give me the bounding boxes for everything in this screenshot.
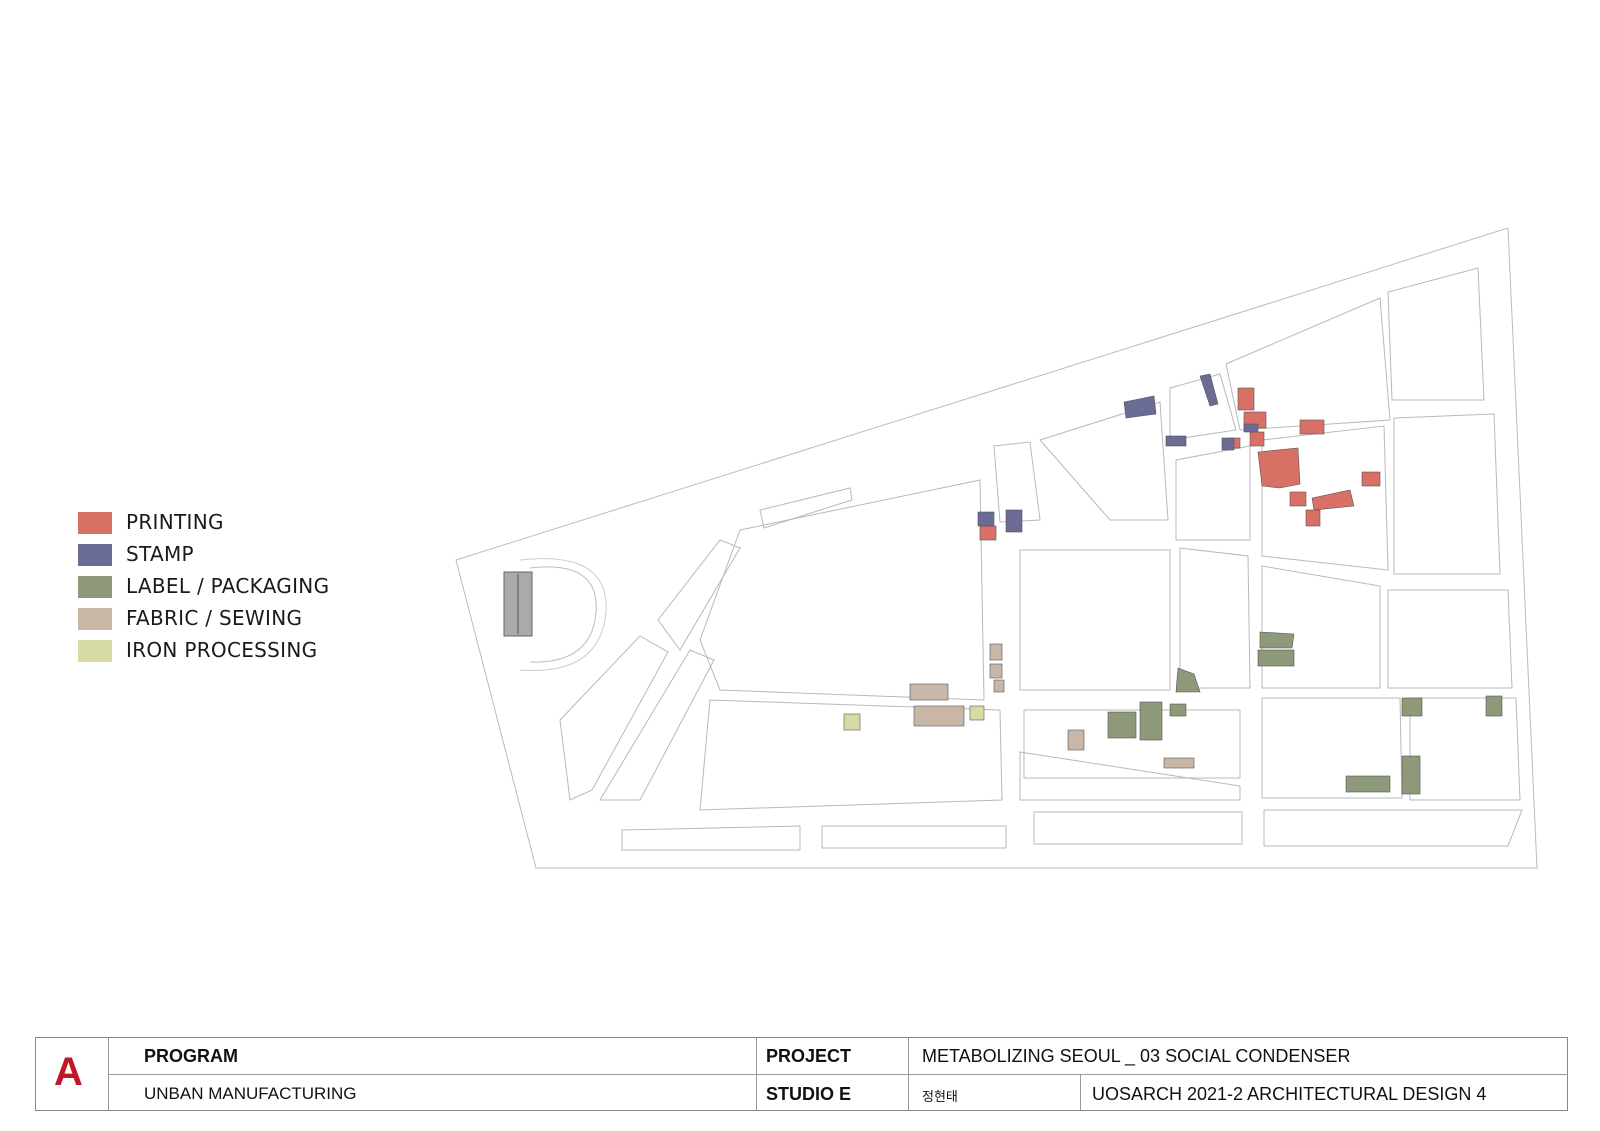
studio-label: STUDIO E	[766, 1084, 852, 1104]
title-block: A PROGRAM UNBAN MANUFACTURING PROJECT ME…	[35, 1037, 1568, 1111]
label-packaging-parcel	[1401, 755, 1421, 795]
label-packaging-parcel	[1139, 701, 1163, 741]
iron-processing-parcel	[969, 705, 985, 721]
label-packaging-parcel	[1401, 697, 1423, 717]
printing-parcel	[979, 525, 997, 541]
iron-processing-parcel	[843, 713, 861, 731]
col-divider	[1080, 1074, 1081, 1110]
fabric-sewing-parcel	[993, 679, 1005, 693]
legend-label: FABRIC / SEWING	[126, 606, 303, 630]
fabric-sewing-parcel	[1163, 757, 1195, 769]
swatch-printing	[78, 512, 112, 534]
fabric-sewing-parcel	[913, 705, 965, 727]
studio-logo: A	[36, 1038, 109, 1110]
swatch-stamp	[78, 544, 112, 566]
site-boundary	[455, 227, 1538, 869]
printing-parcel	[1361, 471, 1381, 487]
legend-label: STAMP	[126, 542, 194, 566]
stamp-parcel	[1005, 509, 1023, 533]
row-divider	[108, 1074, 1568, 1075]
fabric-sewing-parcel	[1067, 729, 1085, 751]
city-blocks	[559, 267, 1523, 851]
project-label: PROJECT	[766, 1046, 852, 1066]
stamp-parcel	[977, 511, 995, 527]
printing-parcel	[1299, 419, 1325, 435]
col-divider	[908, 1038, 909, 1110]
legend-label: IRON PROCESSING	[126, 638, 318, 662]
printing-parcel	[1257, 447, 1301, 489]
logo-letter: A	[54, 1050, 83, 1094]
printing-parcel	[1289, 491, 1307, 507]
program-label: PROGRAM	[144, 1046, 238, 1066]
stamp-parcel	[1123, 395, 1157, 419]
label-packaging-parcel	[1175, 667, 1201, 693]
stamp-parcel	[1221, 437, 1235, 451]
swatch-fabric-sewing	[78, 608, 112, 630]
legend-label: LABEL / PACKAGING	[126, 574, 330, 598]
printing-parcel	[1305, 509, 1321, 527]
stamp-parcel	[1165, 435, 1187, 447]
swatch-iron-processing	[78, 640, 112, 662]
industry-parcels	[843, 373, 1503, 795]
swatch-label-packaging	[78, 576, 112, 598]
label-packaging-parcel	[1345, 775, 1391, 793]
printing-parcel	[1237, 387, 1255, 411]
label-packaging-parcel	[1257, 649, 1295, 667]
label-packaging-parcel	[1485, 695, 1503, 717]
landmark-gate	[503, 558, 607, 672]
printing-parcel	[1311, 489, 1355, 511]
student-name: 정현태	[922, 1089, 958, 1104]
fabric-sewing-parcel	[989, 663, 1003, 679]
legend-label: PRINTING	[126, 510, 224, 534]
stamp-parcel	[1243, 423, 1259, 433]
label-packaging-parcel	[1169, 703, 1187, 717]
fabric-sewing-parcel	[989, 643, 1003, 661]
label-packaging-parcel	[1259, 631, 1295, 649]
program-value: UNBAN MANUFACTURING	[144, 1084, 357, 1103]
label-packaging-parcel	[1107, 711, 1137, 739]
course-name: UOSARCH 2021-2 ARCHITECTURAL DESIGN 4	[1092, 1084, 1487, 1104]
fabric-sewing-parcel	[909, 683, 949, 701]
col-divider	[756, 1038, 757, 1110]
printing-parcel	[1249, 431, 1265, 447]
stamp-parcel	[1199, 373, 1219, 407]
project-value: METABOLIZING SEOUL _ 03 SOCIAL CONDENSER	[922, 1046, 1351, 1066]
